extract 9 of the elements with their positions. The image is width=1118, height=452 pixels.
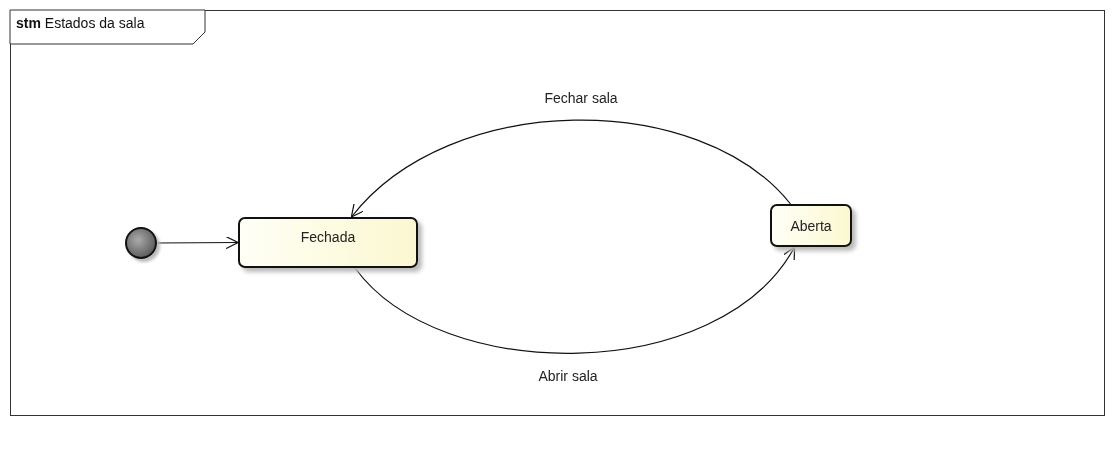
diagram-title: stm Estados da sala [16, 15, 145, 31]
state-box: Aberta [770, 204, 852, 247]
edge-label: Fechar sala [542, 90, 620, 106]
initial-state [125, 227, 157, 259]
transition-arrow [354, 246, 796, 354]
state-box: Fechada [238, 217, 418, 268]
transition-arrow [156, 235, 239, 250]
edge-label: Abrir sala [536, 368, 600, 384]
transition-arrow [350, 119, 792, 218]
